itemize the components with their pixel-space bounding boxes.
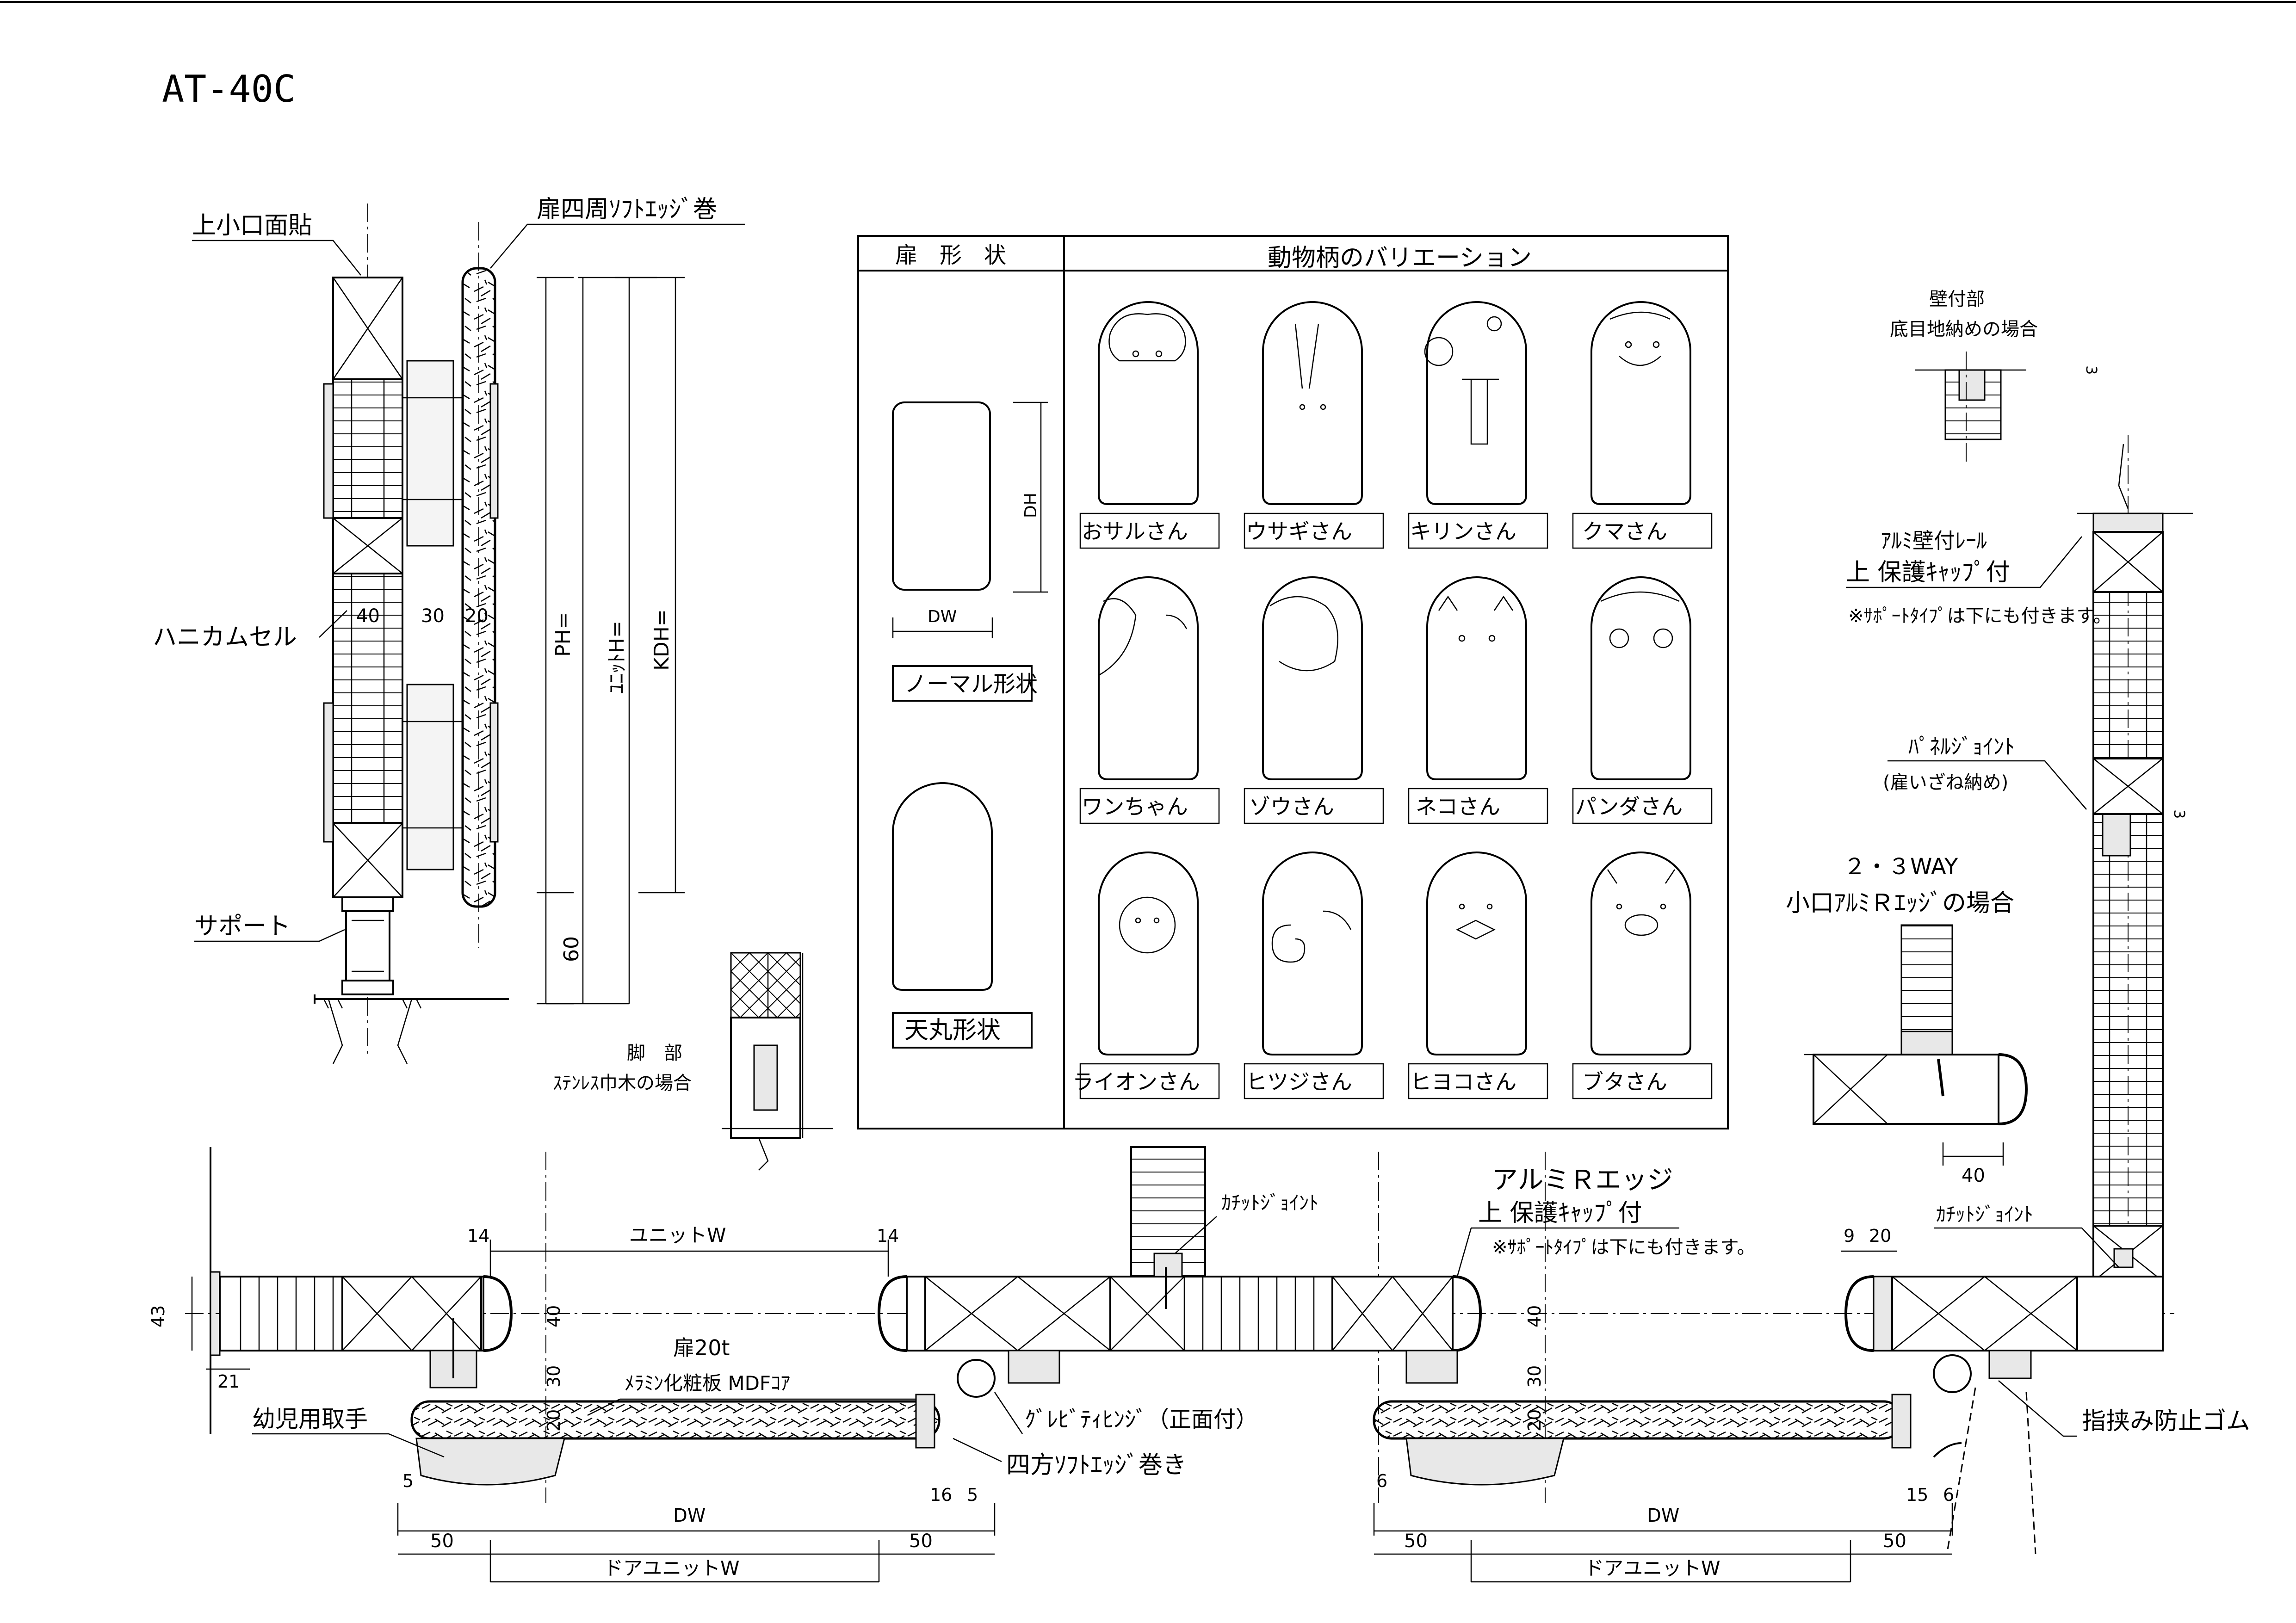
dim-6b: 6 <box>1943 1485 1954 1505</box>
label-wall-rail: ｱﾙﾐ壁付ﾚｰﾙ <box>1881 528 1987 553</box>
label-wall-title: 壁付部 <box>1929 289 1985 310</box>
dim-dw-1: DW <box>673 1505 706 1526</box>
table-normal-shape: ノーマル形状 <box>904 671 1038 697</box>
dim-40-vert: 40 <box>356 605 380 627</box>
drawing-title: AT-40C <box>162 68 296 111</box>
dim-14b: 14 <box>877 1226 899 1246</box>
dim-5b: 5 <box>967 1485 978 1505</box>
dim-14a: 14 <box>467 1226 489 1246</box>
dim-unit-w: ユニットW <box>629 1224 726 1247</box>
vertical-dimensions <box>537 277 685 1005</box>
animal-grid <box>1079 301 1713 1099</box>
label-support-note-1: ※ｻﾎﾟｰﾄﾀｲﾌﾟは下にも付きます。 <box>1848 605 2112 627</box>
dim-unit-h: ﾕﾆｯﾄH= <box>605 621 629 694</box>
label-way-title: ２・３WAY <box>1844 854 1958 880</box>
label-click-joint-2: ｶﾁｯﾄｼﾞｮｲﾝﾄ <box>1936 1203 2033 1226</box>
dim-30-vert: 30 <box>421 605 445 627</box>
dim-9: 9 <box>1844 1226 1855 1246</box>
dim-43: 43 <box>148 1305 168 1327</box>
label-top-cap-2: 上 保護ｷｬｯﾌﾟ付 <box>1478 1199 1642 1227</box>
dim-40-plan2: 40 <box>1524 1305 1545 1327</box>
dim-20-right: 20 <box>1869 1226 1891 1246</box>
dim-ph: PH= <box>551 612 575 657</box>
label-melamine: ﾒﾗﾐﾝ化粧板 MDFｺｱ <box>625 1372 790 1395</box>
table-dw: DW <box>928 607 957 626</box>
label-wall-sub: 底目地納めの場合 <box>1890 319 2038 340</box>
label-leg-title: 脚 部 <box>627 1043 682 1064</box>
label-panel-joint-sub: (雇いざね納め) <box>1883 772 2008 793</box>
dim-5a: 5 <box>402 1471 414 1491</box>
label-soft-edge-wrap: 扉四周ｿﾌﾄｴｯｼﾞ巻 <box>537 196 717 223</box>
dim-40-plan1: 40 <box>544 1305 564 1327</box>
table-round-shape: 天丸形状 <box>904 1017 1001 1044</box>
animal-label: ブタさん <box>1582 1069 1667 1094</box>
label-leg-sub: ｽﾃﾝﾚｽ巾木の場合 <box>553 1073 692 1094</box>
label-support: サポート <box>194 913 291 940</box>
label-support-note-2: ※ｻﾎﾟｰﾄﾀｲﾌﾟは下にも付きます。 <box>1492 1237 1756 1258</box>
label-honeycomb: ハニカムセル <box>153 623 297 651</box>
animal-label: ライオンさん <box>1072 1069 1200 1094</box>
dim-3b: 3 <box>2171 809 2188 819</box>
dim-door-unit-w-1: ドアユニットW <box>604 1557 740 1580</box>
animal-label: ヒツジさん <box>1246 1069 1352 1094</box>
vertical-section <box>314 204 509 1064</box>
dim-50d: 50 <box>1883 1530 1906 1552</box>
dim-50b: 50 <box>909 1530 933 1552</box>
animal-label: クマさん <box>1582 519 1667 544</box>
animal-label: ネコさん <box>1416 794 1500 819</box>
dim-dw-2: DW <box>1647 1505 1679 1526</box>
label-alu-r-edge: アルミＲエッジ <box>1492 1165 1673 1195</box>
dim-6a: 6 <box>1376 1471 1387 1491</box>
dim-20-plan1: 20 <box>544 1409 564 1432</box>
plan-view <box>185 1146 2174 1583</box>
dim-30-plan1: 30 <box>544 1365 564 1388</box>
dim-60: 60 <box>560 936 583 962</box>
dim-50c: 50 <box>1404 1530 1428 1552</box>
wall-section <box>1804 352 2193 1286</box>
table-variation-header: 動物柄のバリエーション <box>1268 244 1532 272</box>
dim-21: 21 <box>217 1371 240 1392</box>
leg-detail <box>722 952 833 1171</box>
label-top-cap-1: 上 保護ｷｬｯﾌﾟ付 <box>1846 559 2010 586</box>
dim-kdh: KDH= <box>650 609 674 671</box>
animal-label: ゾウさん <box>1249 794 1334 819</box>
dim-20-plan2: 20 <box>1524 1409 1545 1432</box>
dim-3a: 3 <box>2083 365 2100 375</box>
animal-label: おサルさん <box>1082 519 1188 544</box>
label-door-20t: 扉20t <box>673 1335 730 1360</box>
dim-30-plan2: 30 <box>1524 1365 1545 1388</box>
label-panel-joint: ﾊﾟﾈﾙｼﾞｮｲﾝﾄ <box>1908 734 2015 759</box>
dim-15: 15 <box>1906 1485 1928 1505</box>
label-click-joint-1: ｶﾁｯﾄｼﾞｮｲﾝﾄ <box>1221 1191 1318 1214</box>
label-finger-guard: 指挟み防止ゴム <box>2082 1407 2250 1435</box>
table-shape-header: 扉 形 状 <box>895 242 1006 268</box>
animal-label: パンダさん <box>1575 794 1683 819</box>
label-gravity-hinge: ｸﾞﾚﾋﾞﾃｨﾋﾝｼﾞ（正面付） <box>1025 1407 1258 1432</box>
label-infant-handle: 幼児用取手 <box>252 1406 368 1432</box>
label-four-side-soft: 四方ｿﾌﾄｴｯｼﾞ巻き <box>1006 1451 1187 1479</box>
dim-50a: 50 <box>430 1530 454 1552</box>
shape-table <box>857 235 1729 1129</box>
dim-16: 16 <box>930 1485 952 1505</box>
animal-label: ワンちゃん <box>1082 794 1188 819</box>
label-top-edge-face: 上小口面貼 <box>192 212 312 240</box>
label-way-sub: 小口ｱﾙﾐＲｴｯｼﾞの場合 <box>1786 889 2014 917</box>
table-dh: DH <box>1021 493 1040 518</box>
dim-door-unit-w-2: ドアユニットW <box>1584 1557 1720 1580</box>
animal-label: ヒヨコさん <box>1410 1069 1516 1094</box>
animal-label: キリンさん <box>1410 519 1516 544</box>
dim-40-detail: 40 <box>1962 1165 1985 1186</box>
animal-label: ウサギさん <box>1246 519 1352 544</box>
dim-20-vert: 20 <box>465 605 489 627</box>
